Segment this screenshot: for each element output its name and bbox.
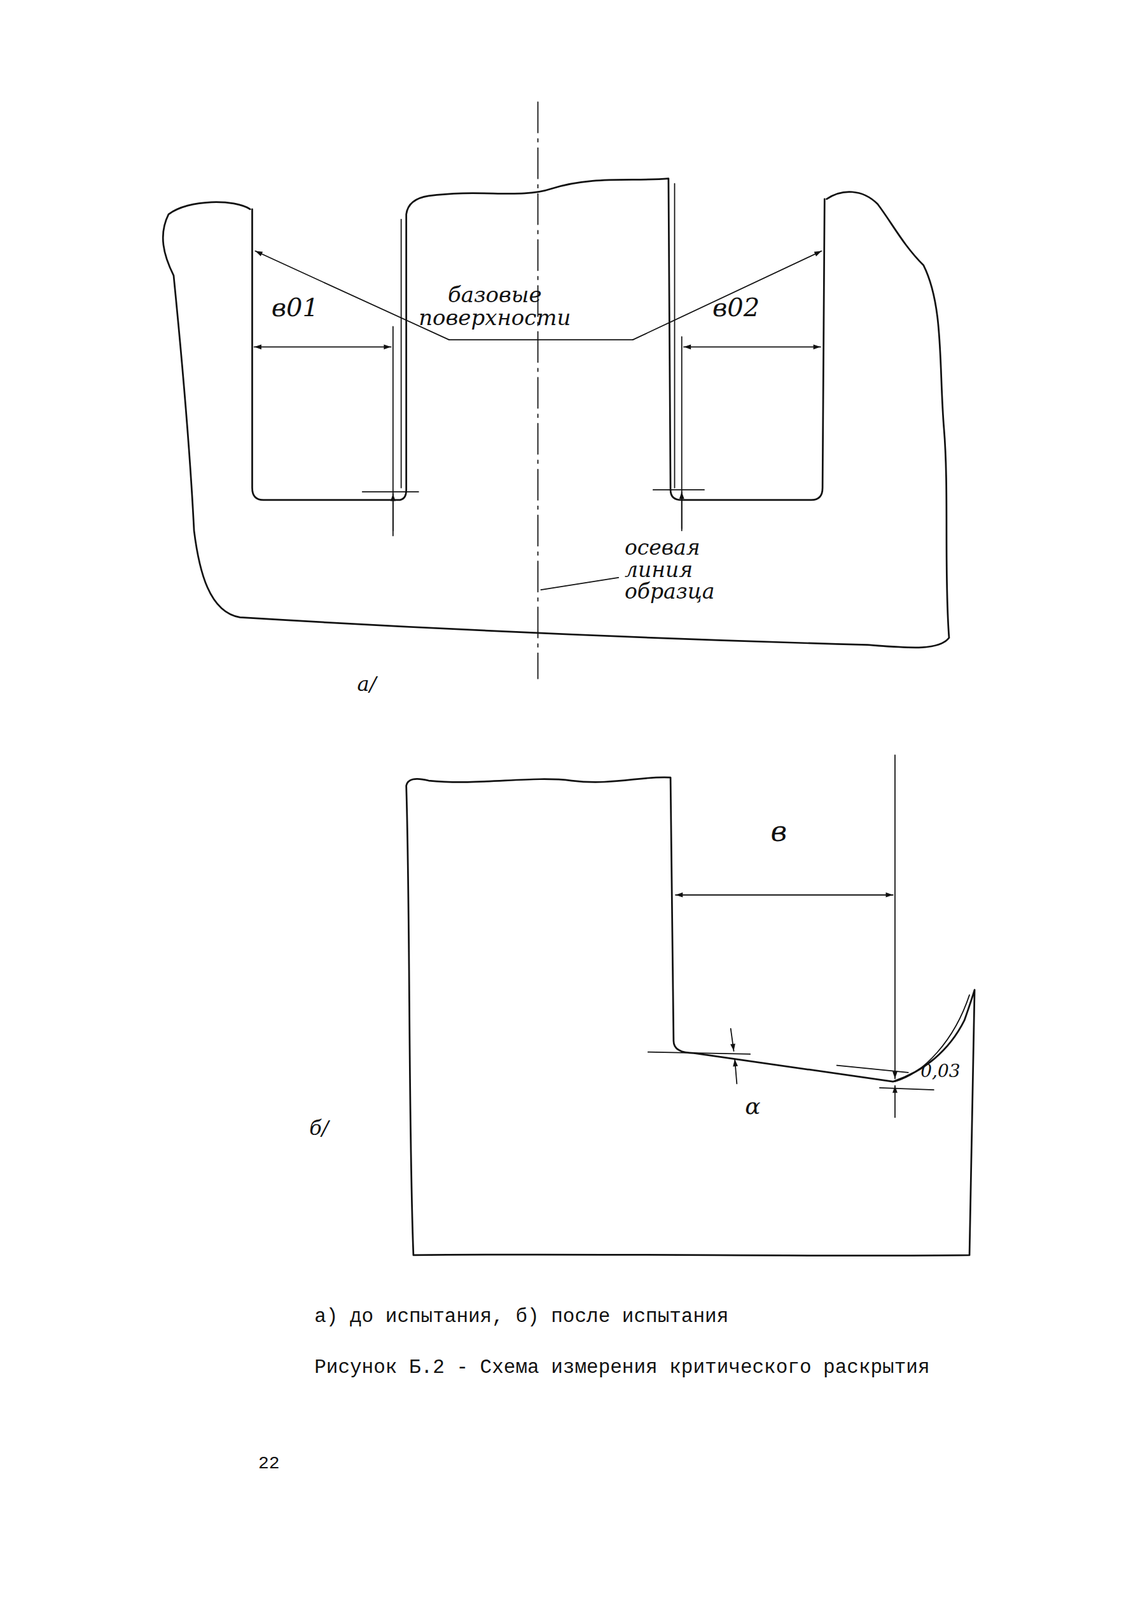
drawing-label: 0,03 [920,1061,960,1081]
extension-arrow [392,493,394,531]
drawing-label: в [770,816,787,847]
dimension-line [683,346,821,348]
drawing-label: а/ [357,673,377,696]
dimension-line [675,894,894,896]
extension-line [653,336,705,531]
leader-line [449,339,633,341]
drawing-label: базовые поверхности [418,283,572,329]
drawing-label: б/ [309,1117,329,1140]
angle-arrow [730,1028,735,1051]
drawing-label: 22 [258,1454,280,1473]
specimen-outline [162,192,950,648]
extension-arrow [894,1085,896,1118]
drawing-label: в01 [271,293,319,321]
drawing-label: α [744,1094,761,1119]
leader-line [540,577,619,590]
leader-line [632,251,822,341]
dimension-line [254,346,392,348]
drawing-label: в02 [712,293,760,321]
specimen-half-outline [406,777,975,1256]
center-line [537,101,539,679]
extension-arrow [894,755,896,1079]
angle-arrow [734,1059,737,1084]
drawing-label: а) до испытания, б) после испытания [314,1306,729,1328]
extension-line [362,326,419,536]
figure-caption: Рисунок Б.2 - Схема измерения критическо… [314,1357,930,1379]
drawing-label: осевая линия образца [624,536,775,604]
crack-tip-curve [895,994,970,1082]
extension-arrow [681,491,683,529]
reference-line [648,1052,750,1055]
